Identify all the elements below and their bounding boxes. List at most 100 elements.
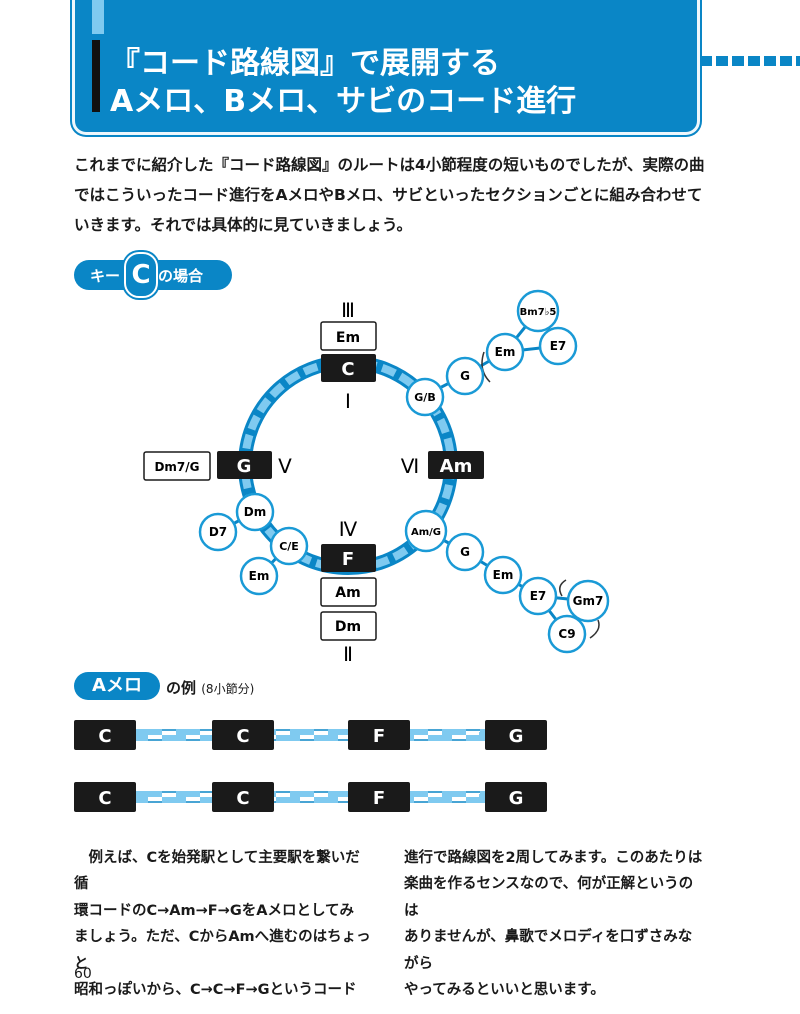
chord-label: G: [509, 788, 524, 809]
bubble-chord: Am/G: [411, 527, 441, 538]
bubble-e7a: E7: [538, 326, 578, 366]
alt-box-III: Em: [320, 321, 377, 351]
bubble-gm7: Gm7: [566, 579, 610, 623]
body-line: 環コードのC→Am→F→GをAメロとしてみ: [74, 902, 355, 919]
body-line: 楽曲を作るセンスなので、何が正解というのは: [404, 876, 694, 919]
bubble-chord: Em: [495, 345, 516, 359]
chord-cell: C: [212, 782, 274, 812]
bubble-d7: D7: [198, 512, 238, 552]
bubble-chord: Bm7♭5: [520, 307, 557, 318]
bubble-chord: E7: [530, 589, 547, 603]
chord-label: F: [373, 788, 385, 809]
body-line: 昭和っぽいから、C→C→F→Gというコード: [74, 982, 357, 999]
chord-cell: F: [348, 720, 410, 750]
amelo-badge: Aメロ: [74, 672, 160, 700]
title-line-2: Aメロ、Bメロ、サビのコード進行: [110, 84, 577, 119]
bubble-em2: Em: [239, 556, 279, 596]
amelo-example-label: の例 (8小節分): [166, 677, 254, 698]
bubble-g1: G: [445, 356, 485, 396]
body-line: ましょう。ただ、CからAmへ進むのはちょっと: [74, 929, 371, 972]
chord-label: C: [98, 726, 111, 747]
body-column-right: 進行で路線図を2周してみます。このあたりは 楽曲を作るセンスなので、何が正解とい…: [404, 845, 704, 1003]
chord-cell: C: [212, 720, 274, 750]
key-suffix: の場合: [158, 267, 204, 285]
bubble-chord: Gm7: [573, 594, 604, 608]
station-I: C: [321, 354, 376, 382]
chord-cell: C: [74, 720, 136, 750]
alt-box-chord: Dm: [335, 619, 361, 635]
alt-box-chord: Am: [335, 585, 360, 601]
title-accent-bar: [92, 40, 100, 112]
bubble-g2: G: [445, 532, 485, 572]
title-stripe: [92, 0, 104, 34]
alt-box-chord: Em: [336, 330, 360, 346]
bubble-chord: G/B: [414, 391, 435, 404]
numeral-VI: Ⅵ: [401, 456, 419, 478]
key-prefix: キー: [90, 267, 121, 285]
bubble-em1: Em: [485, 332, 525, 372]
intro-line: いきます。それでは具体的に見ていきましょう。: [74, 216, 413, 234]
chord-cell: C: [74, 782, 136, 812]
bubble-chord: D7: [209, 525, 227, 539]
station-V: G: [217, 451, 272, 479]
bubble-chord: G: [460, 545, 470, 559]
body-line: やってみるといいと思います。: [404, 982, 605, 999]
progression-row-1: C C F G: [74, 720, 547, 750]
chord-cell: G: [485, 782, 547, 812]
title-dash-line: [700, 56, 800, 66]
bubble-chord: Dm: [244, 505, 266, 519]
station-chord: F: [342, 549, 354, 570]
chord-cell: F: [348, 782, 410, 812]
station-IV: F: [321, 544, 376, 572]
key-badge: キー C の場合: [74, 252, 232, 298]
key-letter: C: [124, 252, 158, 298]
body-line: ありませんが、鼻歌でメロディを口ずさみながら: [404, 929, 693, 972]
chord-cell: G: [485, 720, 547, 750]
bubble-dm: Dm: [235, 492, 275, 532]
intro-line: ではこういったコード進行をAメロやBメロ、サビといったセクションごとに組み合わせ…: [74, 186, 703, 204]
numeral-I: Ⅰ: [345, 391, 351, 413]
chord-label: C: [236, 726, 249, 747]
numeral-III: Ⅲ: [341, 300, 355, 322]
bubble-bm7b5: Bm7♭5: [516, 289, 560, 333]
intro-paragraph: これまでに紹介した『コード路線図』のルートは4小節程度の短いものでしたが、実際の…: [74, 150, 714, 240]
bubble-ce: C/E: [269, 526, 309, 566]
page-number: 60: [74, 966, 92, 982]
body-line: 進行で路線図を2周してみます。このあたりは: [404, 850, 703, 866]
bubble-chord: E7: [550, 339, 567, 353]
bubble-c9: C9: [547, 614, 587, 654]
title-banner: [72, 0, 700, 135]
alt-box-am: Am: [320, 577, 377, 607]
body-column-left: 例えば、Cを始発駅として主要駅を繋いだ循 環コードのC→Am→F→GをAメロとし…: [74, 845, 374, 1003]
alt-box-dm7g: Dm7/G: [143, 451, 211, 481]
chord-label: G: [509, 726, 524, 747]
bubble-chord: Em: [493, 568, 514, 582]
chord-label: C: [98, 788, 111, 809]
brace-arc: [589, 619, 600, 639]
body-line: 例えば、Cを始発駅として主要駅を繋いだ循: [74, 850, 360, 893]
title-line-1: 『コード路線図』で展開する: [110, 46, 500, 81]
bubble-chord: C9: [558, 627, 575, 641]
brace-arc: [559, 579, 567, 597]
chord-label: C: [236, 788, 249, 809]
bubble-e7b: E7: [518, 576, 558, 616]
bubble-chord: C/E: [279, 540, 299, 553]
bubble-chord: G: [460, 369, 470, 383]
amelo-bars-note: (8小節分): [201, 682, 255, 696]
chord-label: F: [373, 726, 385, 747]
station-chord: C: [341, 359, 354, 380]
alt-box-chord: Dm7/G: [154, 460, 199, 474]
amelo-example-text: の例: [166, 679, 197, 697]
bubble-amg: Am/G: [404, 509, 448, 553]
station-chord: G: [237, 456, 252, 477]
numeral-IV: Ⅳ: [339, 519, 358, 541]
numeral-V: Ⅴ: [278, 456, 292, 478]
bubble-gb: G/B: [405, 377, 445, 417]
numeral-II: Ⅱ: [343, 644, 353, 666]
intro-line: これまでに紹介した『コード路線図』のルートは4小節程度の短いものでしたが、実際の…: [74, 156, 705, 174]
station-chord: Am: [440, 456, 473, 477]
station-VI: Am: [428, 451, 484, 479]
bubble-em3: Em: [483, 555, 523, 595]
progression-row-2: C C F G: [74, 782, 547, 812]
